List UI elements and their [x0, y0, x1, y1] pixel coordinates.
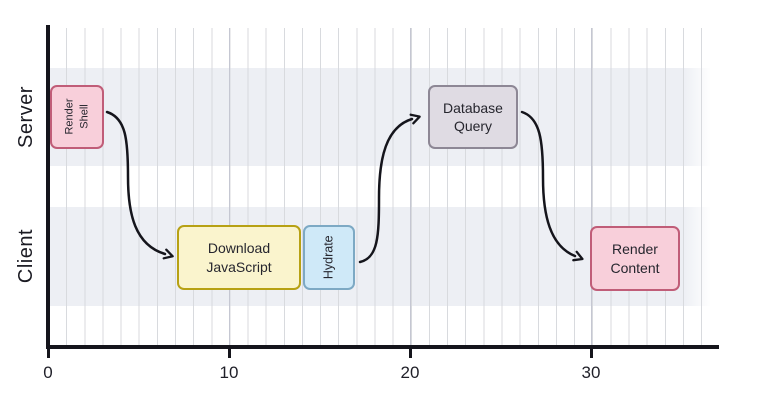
major-gridline-10 — [229, 28, 230, 345]
x-axis-tick-30 — [589, 349, 593, 358]
major-gridline-30 — [591, 28, 592, 345]
node-hydrate-label: Hydrate — [321, 235, 336, 280]
minor-gridlines — [48, 28, 703, 345]
node-database-query: Database Query — [428, 85, 518, 149]
node-download-javascript-label: Download JavaScript — [206, 240, 272, 275]
node-hydrate: Hydrate — [303, 225, 355, 290]
x-axis-tick-20 — [408, 349, 412, 358]
lane-label-client: Client — [15, 228, 37, 284]
node-database-query-label: Database Query — [443, 99, 503, 134]
x-axis-tick-0 — [46, 349, 50, 358]
node-render-shell-label: Render Shell — [63, 98, 90, 136]
node-render-content-label: Render Content — [610, 241, 660, 276]
x-axis-tick-10 — [227, 349, 231, 358]
x-tick-label-10: 10 — [219, 363, 239, 382]
x-tick-label-30: 30 — [581, 363, 601, 382]
lane-label-server: Server — [15, 86, 37, 148]
y-axis-line — [46, 25, 50, 349]
x-tick-label-20: 20 — [400, 363, 420, 382]
node-render-shell: Render Shell — [50, 85, 104, 149]
x-axis-line — [46, 345, 719, 349]
node-render-content: Render Content — [590, 226, 680, 291]
major-gridline-20 — [410, 28, 411, 345]
node-download-javascript: Download JavaScript — [177, 225, 301, 290]
x-tick-label-0: 0 — [43, 363, 53, 382]
